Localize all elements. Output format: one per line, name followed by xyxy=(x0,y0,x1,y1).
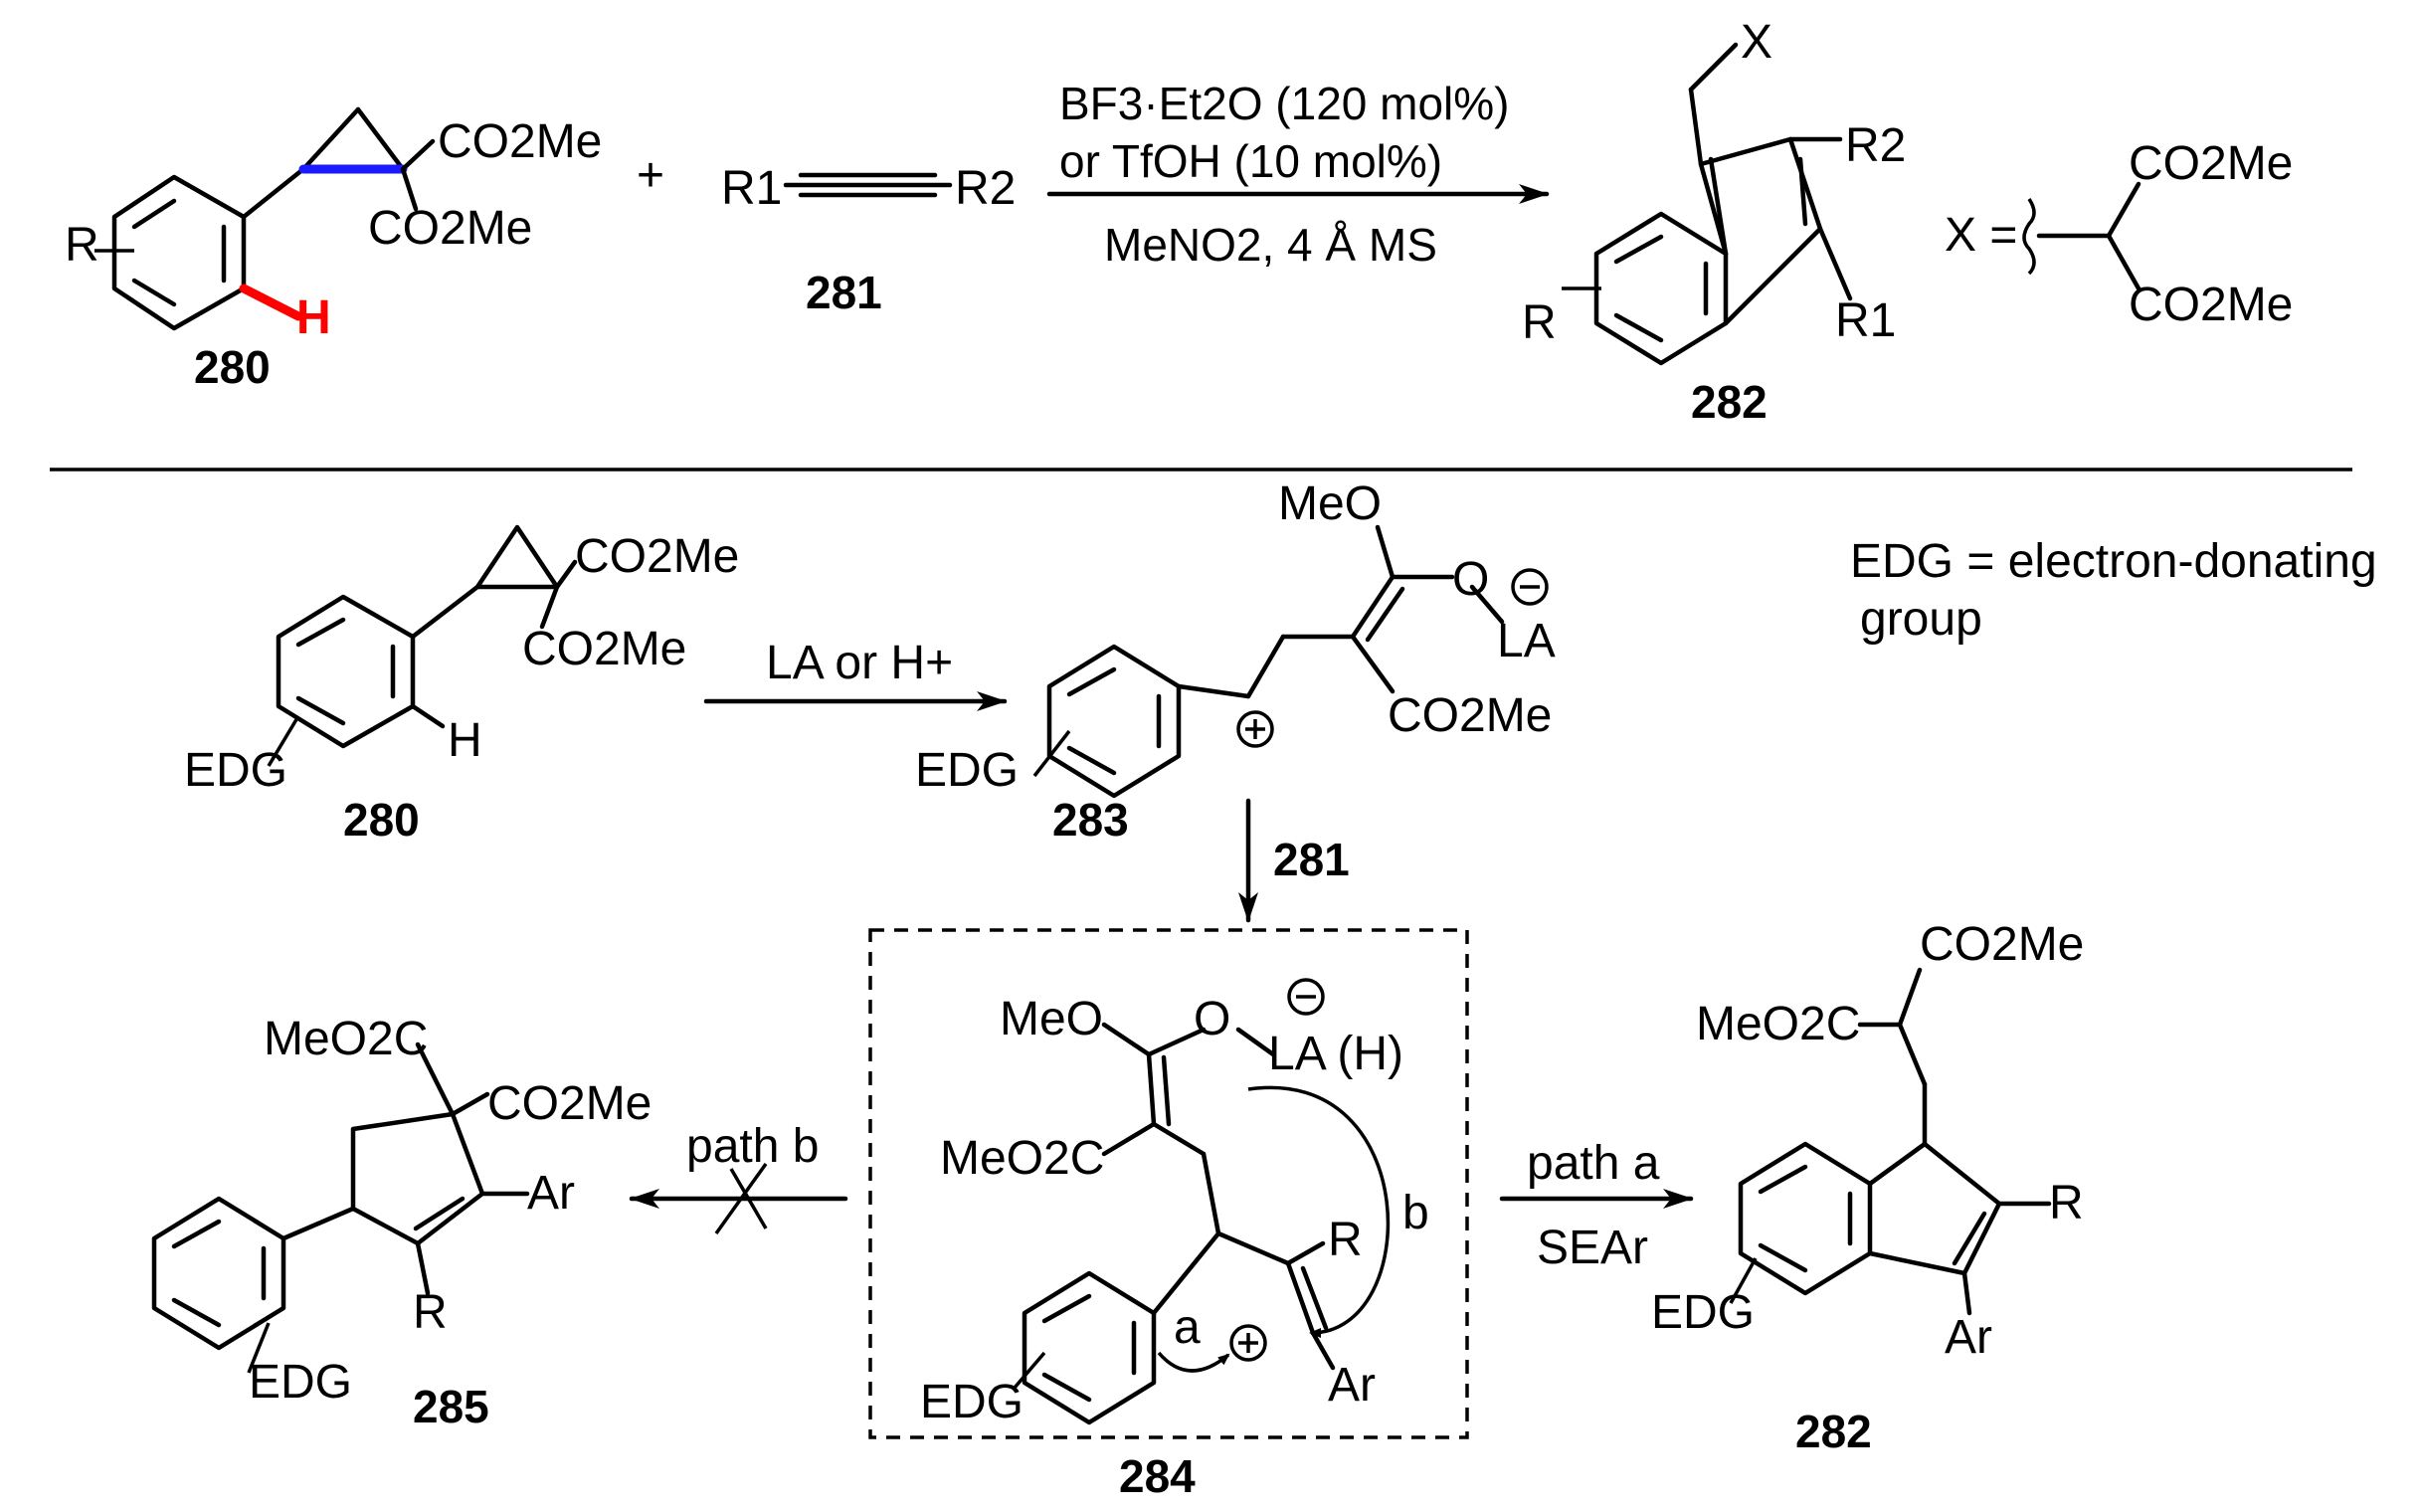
ester-top: CO2Me xyxy=(575,530,739,583)
methoxy-group: MeO xyxy=(1278,477,1382,530)
compound-label-280-mech: 280 xyxy=(343,794,420,846)
r-substituent: R xyxy=(2049,1177,2084,1229)
step1-reagent: LA or H+ xyxy=(766,637,953,689)
aryl-substituent: Ar xyxy=(1945,1311,1992,1364)
methoxy-group: MeO xyxy=(1000,993,1103,1045)
mechanism: EDG = electron-donating group CO2Me CO2M… xyxy=(151,477,2377,1502)
product-282-top: X R2 R1 R 282 xyxy=(1522,16,1906,428)
ester-2: CO2Me xyxy=(487,1077,652,1130)
condition-line-1: BF3·Et2O (120 mol%) xyxy=(1059,78,1509,129)
edg-substituent: EDG xyxy=(920,1376,1024,1428)
compound-label-282-top: 282 xyxy=(1691,376,1768,428)
edg-definition-line-1: EDG = electron-donating xyxy=(1850,535,2377,588)
lewis-acid: LA xyxy=(1497,615,1556,667)
ester-group: CO2Me xyxy=(1388,689,1552,742)
alkyne-r2: R2 xyxy=(955,162,1016,215)
path-a-subtitle: SEAr xyxy=(1537,1222,1648,1274)
x-ester-bottom: CO2Me xyxy=(2129,279,2293,331)
r-substituent: R xyxy=(65,219,99,272)
edg-definition-line-2: group xyxy=(1860,593,1982,646)
oxygen-atom: O xyxy=(1194,993,1230,1045)
path-b-arrow: path b xyxy=(629,1120,848,1235)
substituent-x: X xyxy=(1741,16,1772,69)
edg-substituent: EDG xyxy=(184,744,287,797)
ester-bottom: CO2Me xyxy=(522,623,686,675)
ester-1: MeO2C xyxy=(264,1013,428,1065)
lewis-acid: LA (H) xyxy=(1268,1028,1403,1080)
compound-label-282-mech: 282 xyxy=(1795,1406,1872,1457)
condition-line-3: MeNO2, 4 Å MS xyxy=(1104,219,1437,271)
product-282-mech: CO2Me MeO2C R Ar EDG 282 xyxy=(1651,918,2084,1457)
condition-line-2: or TfOH (10 mol%) xyxy=(1059,135,1442,187)
x-equals: X = xyxy=(1945,209,2017,262)
compound-280-top: CO2Me CO2Me R H 280 xyxy=(65,106,602,393)
edg-substituent: EDG xyxy=(249,1356,352,1409)
r-substituent: R xyxy=(1328,1214,1363,1266)
product-r: R xyxy=(1522,296,1557,349)
compound-label-281: 281 xyxy=(806,267,882,318)
path-a-arrow: path a SEAr xyxy=(1499,1137,1694,1274)
x-ester-top: CO2Me xyxy=(2129,137,2293,190)
reaction-arrow-top: BF3·Et2O (120 mol%) or TfOH (10 mol%) Me… xyxy=(1046,78,1550,271)
path-b-label: path b xyxy=(686,1120,819,1173)
compound-label-284: 284 xyxy=(1119,1450,1196,1502)
product-r2: R2 xyxy=(1845,119,1906,172)
dashed-box xyxy=(868,928,1469,1439)
ester-1: CO2Me xyxy=(1920,918,2084,971)
compound-280-mech: CO2Me CO2Me H EDG 280 xyxy=(184,524,739,846)
compound-label-285: 285 xyxy=(413,1381,489,1432)
ester-bottom: CO2Me xyxy=(368,202,532,255)
edg-substituent: EDG xyxy=(915,744,1019,797)
product-r1: R1 xyxy=(1835,294,1896,347)
arrow-b-label: b xyxy=(1402,1187,1429,1239)
arrow-step-1: LA or H+ xyxy=(703,637,1008,711)
ester-group: MeO2C xyxy=(940,1132,1104,1185)
ester-2: MeO2C xyxy=(1696,998,1860,1050)
compound-label-280: 280 xyxy=(194,341,271,393)
top-reaction: CO2Me CO2Me R H 280 + R1 R2 281 BF3·Et2O… xyxy=(65,16,2293,428)
h-atom: H xyxy=(296,291,331,344)
x-definition: X = CO2Me CO2Me xyxy=(1945,137,2293,331)
path-a-label: path a xyxy=(1527,1137,1660,1190)
compound-285: MeO2C CO2Me Ar R EDG 285 xyxy=(151,1013,652,1432)
edg-substituent: EDG xyxy=(1651,1286,1755,1339)
aryl-substituent: Ar xyxy=(1328,1359,1376,1412)
alkyne-r1: R1 xyxy=(721,162,782,215)
compound-281: R1 R2 281 xyxy=(721,162,1016,318)
h-atom: H xyxy=(448,714,482,767)
r-substituent: R xyxy=(413,1286,448,1339)
plus-sign: + xyxy=(637,149,664,202)
ester-top: CO2Me xyxy=(438,115,602,168)
compound-label-283: 283 xyxy=(1052,794,1129,846)
arrow-a-label: a xyxy=(1174,1301,1201,1354)
oxygen-atom: O xyxy=(1452,553,1489,606)
intermediate-283: MeO O LA CO2Me EDG 283 xyxy=(915,477,1556,846)
intermediate-284: MeO O LA (H) MeO2C R Ar EDG a b 284 xyxy=(868,928,1469,1502)
highlighted-ch-bond xyxy=(239,284,303,321)
arrow-step-2: 281 xyxy=(1238,798,1350,923)
aryl-substituent: Ar xyxy=(527,1167,575,1220)
step2-reagent: 281 xyxy=(1273,834,1350,885)
